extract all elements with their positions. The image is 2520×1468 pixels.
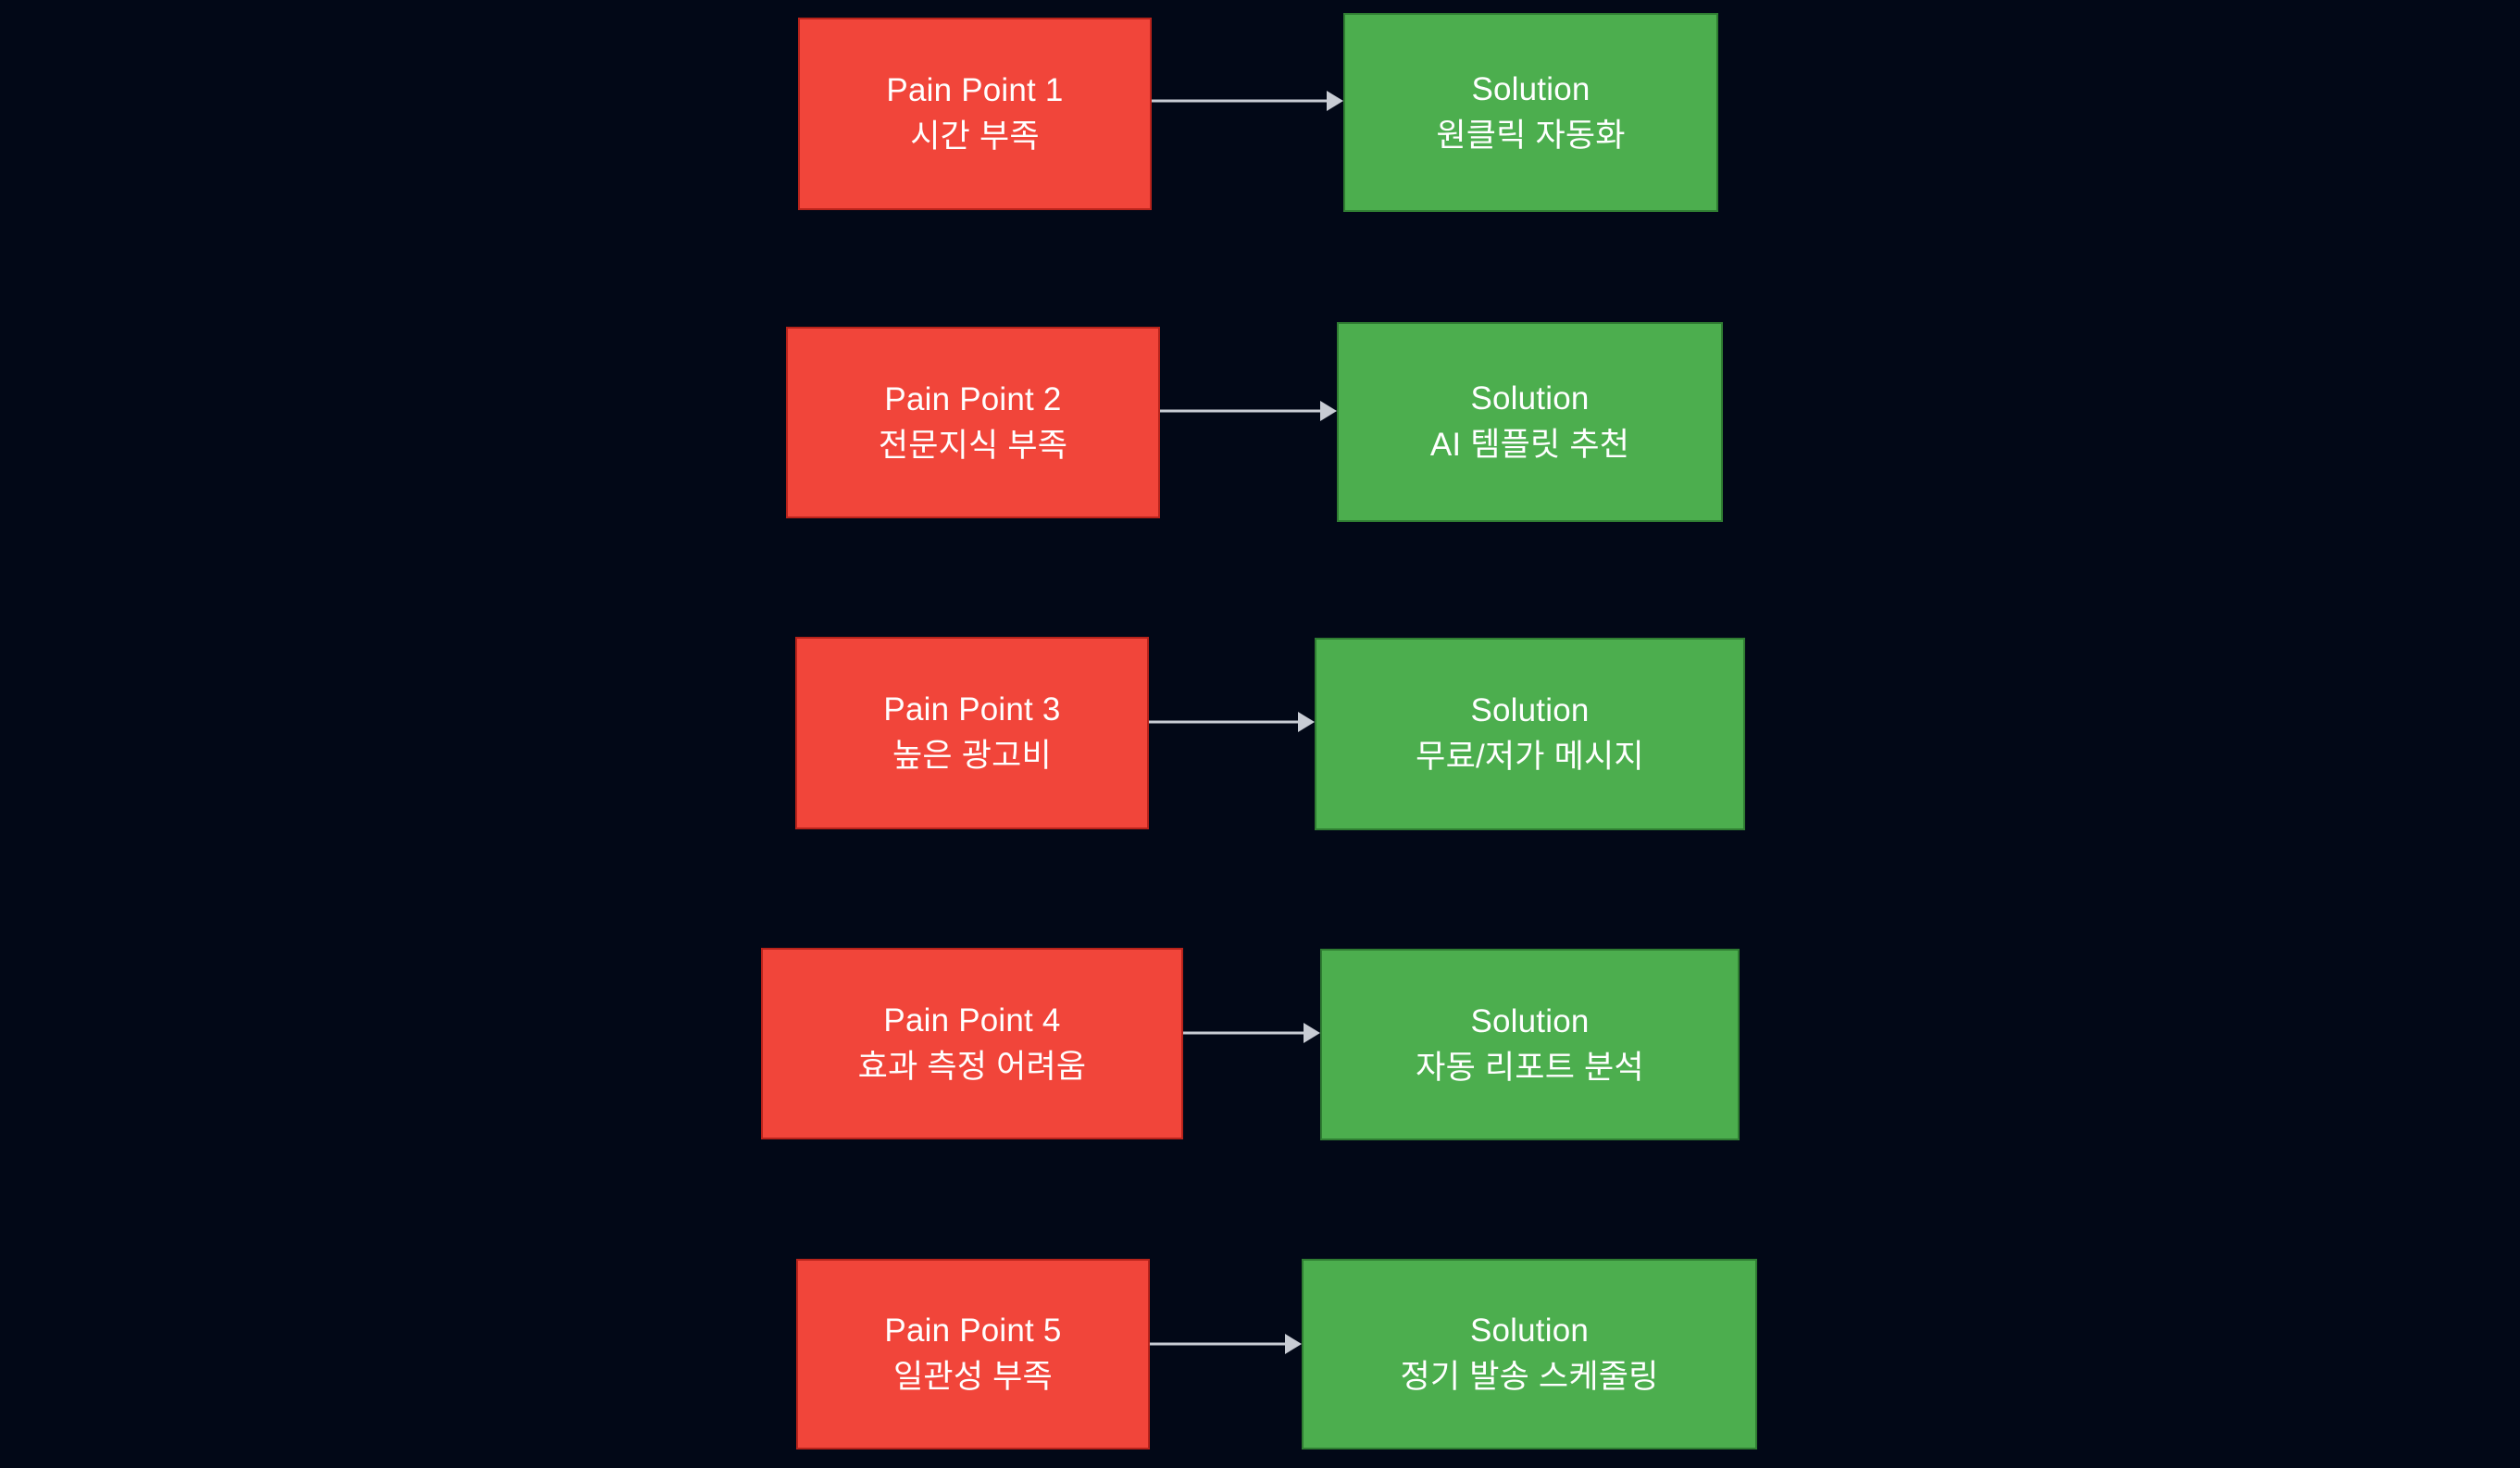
solution-node-3[interactable]: Solution 무료/저가 메시지	[1315, 638, 1745, 830]
pain-node-detail: 효과 측정 어려움	[857, 1048, 1087, 1085]
solution-node-title: Solution	[1470, 692, 1590, 729]
pain-point-node-4[interactable]: Pain Point 4 효과 측정 어려움	[761, 948, 1183, 1139]
solution-node-5[interactable]: Solution 정기 발송 스케줄링	[1302, 1259, 1757, 1449]
solution-node-title: Solution	[1470, 1002, 1590, 1039]
pain-node-detail: 일관성 부족	[893, 1359, 1053, 1395]
pain-point-node-2[interactable]: Pain Point 2 전문지식 부족	[786, 327, 1160, 518]
pain-node-title: Pain Point 3	[883, 691, 1061, 728]
solution-node-detail: 정기 발송 스케줄링	[1400, 1359, 1659, 1395]
solution-node-detail: 원클릭 자동화	[1436, 117, 1626, 154]
solution-node-title: Solution	[1470, 380, 1590, 417]
solution-node-detail: AI 템플릿 추천	[1429, 427, 1630, 463]
pain-node-detail: 시간 부족	[910, 118, 1040, 155]
flow-arrow-3	[1149, 710, 1315, 734]
flow-arrow-2	[1160, 399, 1337, 423]
pain-point-node-1[interactable]: Pain Point 1 시간 부족	[798, 18, 1152, 210]
solution-node-title: Solution	[1469, 1312, 1590, 1350]
pain-node-title: Pain Point 2	[884, 380, 1062, 417]
pain-node-title: Pain Point 4	[883, 1001, 1061, 1039]
pain-node-title: Pain Point 1	[886, 72, 1064, 109]
solution-node-1[interactable]: Solution 원클릭 자동화	[1343, 13, 1718, 212]
flow-arrow-1	[1152, 89, 1343, 113]
solution-node-detail: 무료/저가 메시지	[1416, 739, 1644, 775]
solution-node-2[interactable]: Solution AI 템플릿 추천	[1337, 322, 1723, 522]
pain-node-detail: 전문지식 부족	[878, 427, 1068, 464]
pain-node-title: Pain Point 5	[884, 1312, 1062, 1350]
flow-arrow-4	[1183, 1021, 1320, 1045]
pain-point-node-3[interactable]: Pain Point 3 높은 광고비	[795, 637, 1149, 829]
solution-node-title: Solution	[1471, 70, 1591, 107]
solution-node-detail: 자동 리포트 분석	[1416, 1049, 1644, 1086]
pain-node-detail: 높은 광고비	[892, 738, 1052, 774]
flow-arrow-5	[1150, 1332, 1302, 1356]
pain-point-node-5[interactable]: Pain Point 5 일관성 부족	[796, 1259, 1150, 1449]
solution-node-4[interactable]: Solution 자동 리포트 분석	[1320, 949, 1740, 1140]
